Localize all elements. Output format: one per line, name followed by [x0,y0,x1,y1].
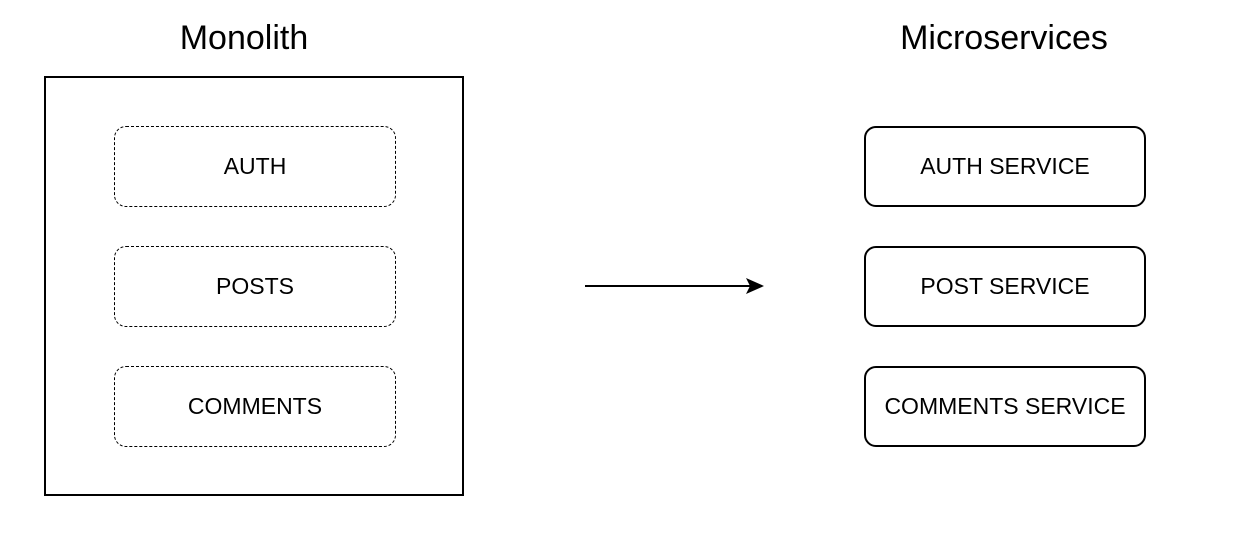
module-label: COMMENTS [187,393,323,419]
comments-service-box: COMMENTS SERVICE [864,366,1146,447]
module-label: POSTS [216,273,294,299]
right-arrow-icon [585,278,764,294]
post-service-box: POST SERVICE [864,246,1146,327]
service-label: AUTH SERVICE [920,153,1090,179]
auth-service-box: AUTH SERVICE [864,126,1146,207]
monolith-module-comments: COMMENTS [114,366,396,447]
monolith-module-auth: AUTH [114,126,396,207]
module-label: AUTH [223,153,287,179]
microservices-title: Microservices [900,19,1108,57]
service-label: POST SERVICE [920,273,1090,299]
service-label: COMMENTS SERVICE [884,393,1126,419]
arrow-head [746,278,764,294]
monolith-title: Monolith [179,19,309,57]
monolith-module-posts: POSTS [114,246,396,327]
